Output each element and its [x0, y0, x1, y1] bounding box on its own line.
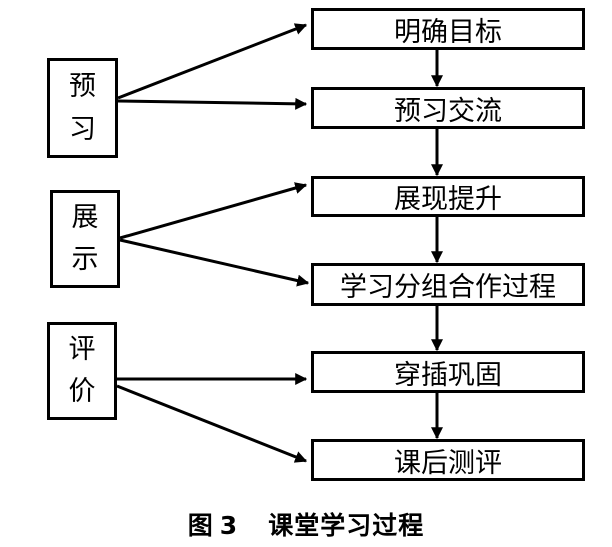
group-preview-char1: 预: [69, 70, 96, 102]
group-box-evaluation: 评 价: [47, 322, 117, 420]
arrow-group1-to-step1: [117, 23, 308, 100]
group-box-preview: 预 习: [47, 58, 118, 158]
step-box-after-class-assessment: 课后测评: [311, 439, 585, 481]
group-display-char2: 示: [71, 244, 99, 276]
group-preview-char2: 习: [69, 113, 96, 145]
step-box-show-improve: 展现提升: [311, 176, 585, 217]
step-box-preview-exchange: 预习交流: [311, 87, 585, 129]
arrow-group1-to-step2: [117, 97, 308, 110]
arrow-group3-to-step6: [116, 384, 308, 463]
step-box-clarify-goals: 明确目标: [311, 8, 585, 50]
caption-number: 3: [219, 511, 239, 540]
arrow-group2-to-step4: [119, 238, 310, 287]
caption-prefix: 图: [187, 511, 214, 540]
group-evaluation-char1: 评: [68, 334, 96, 366]
group-display-char1: 展: [71, 202, 99, 234]
group-evaluation-char2: 价: [68, 376, 96, 408]
arrow-group2-to-step3: [119, 182, 308, 240]
group-box-display: 展 示: [50, 190, 120, 288]
step-box-group-cooperation: 学习分组合作过程: [311, 263, 585, 306]
caption-title: 课堂学习过程: [268, 511, 425, 540]
step-box-interleaved-consolidation: 穿插巩固: [311, 351, 585, 393]
